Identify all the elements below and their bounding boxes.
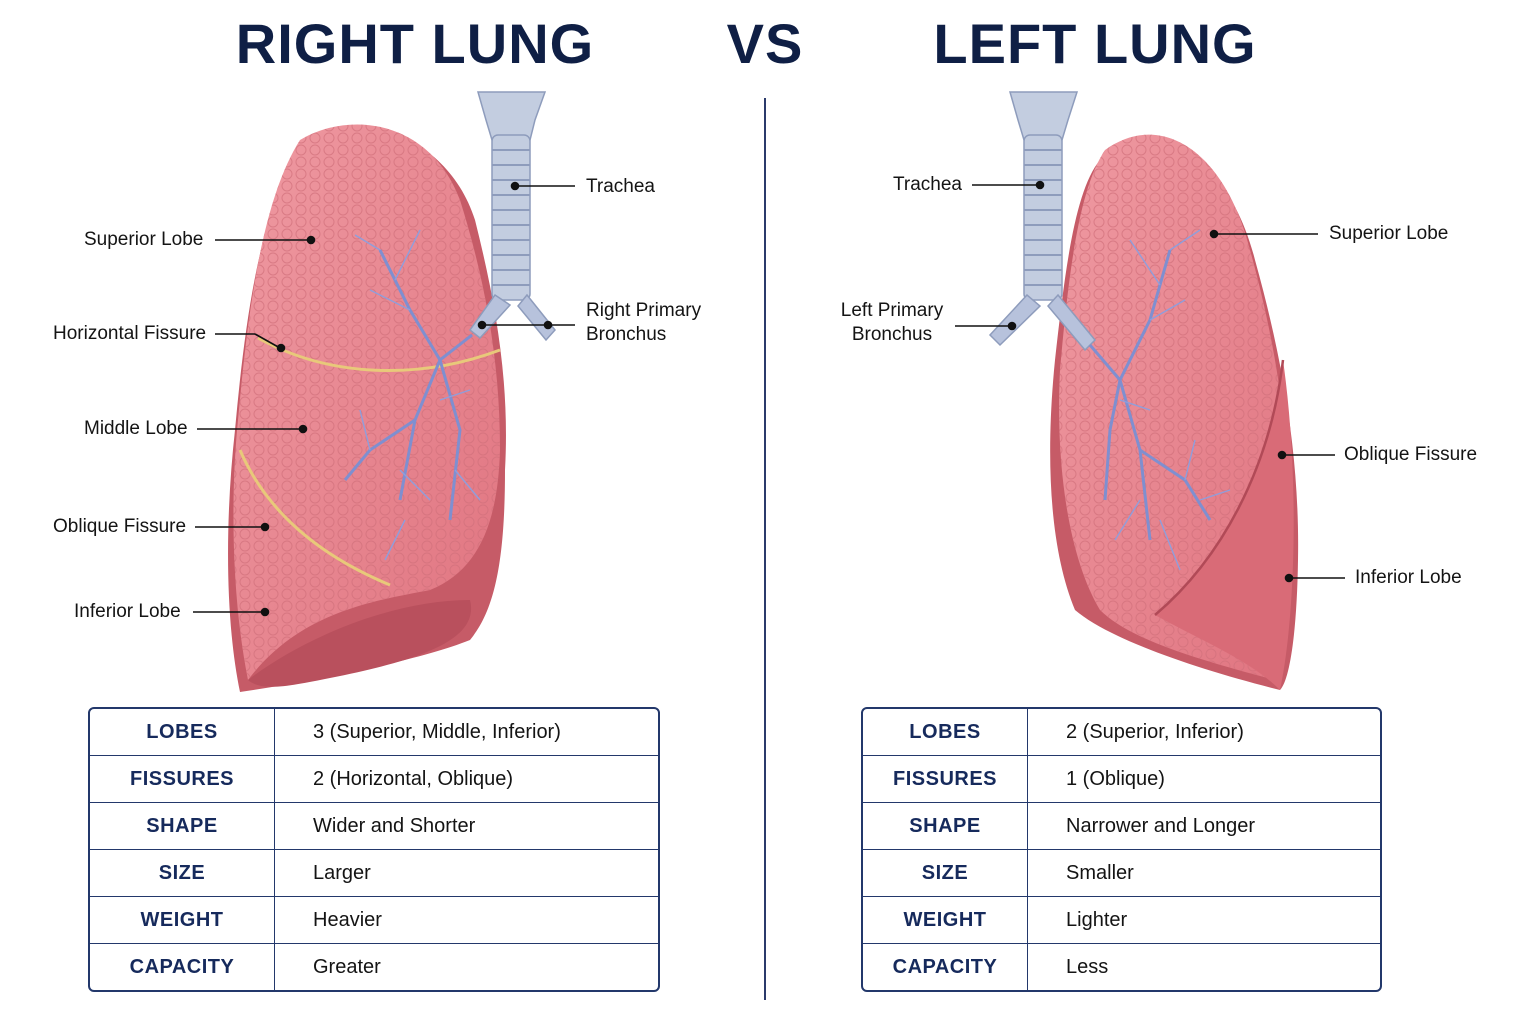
property-name: WEIGHT: [863, 897, 1028, 944]
table-row: CAPACITY Less: [863, 944, 1380, 990]
table-row: SIZE Smaller: [863, 850, 1380, 897]
property-name: CAPACITY: [90, 944, 275, 990]
property-value: 1 (Oblique): [1028, 756, 1380, 803]
right-lung-title: RIGHT LUNG: [235, 12, 595, 75]
right-lung-properties-table: LOBES 3 (Superior, Middle, Inferior) FIS…: [88, 707, 660, 992]
property-name: SIZE: [863, 850, 1028, 897]
table-row: LOBES 2 (Superior, Inferior): [863, 709, 1380, 756]
property-value: 3 (Superior, Middle, Inferior): [275, 709, 658, 756]
property-value: Larger: [275, 850, 658, 897]
property-name: LOBES: [863, 709, 1028, 756]
label-left-oblique-fissure: Oblique Fissure: [1344, 444, 1478, 465]
table-row: WEIGHT Heavier: [90, 897, 658, 944]
label-left-trachea: Trachea: [893, 174, 962, 195]
property-value: Wider and Shorter: [275, 803, 658, 850]
label-right-superior-lobe: Superior Lobe: [84, 229, 204, 250]
property-name: FISSURES: [863, 756, 1028, 803]
property-value: Less: [1066, 955, 1109, 978]
label-left-inferior-lobe: Inferior Lobe: [1355, 567, 1462, 588]
property-value: 2 (Superior, Inferior): [1028, 709, 1380, 756]
left-lung-properties-table: LOBES 2 (Superior, Inferior) FISSURES 1 …: [861, 707, 1382, 992]
property-value: 2 (Horizontal, Oblique): [275, 756, 658, 803]
table-row: FISSURES 2 (Horizontal, Oblique): [90, 756, 658, 803]
label-right-horizontal-fissure: Horizontal Fissure: [53, 323, 207, 344]
center-divider: [764, 98, 766, 1000]
right-airway: [343, 91, 556, 561]
property-value: Smaller: [1028, 850, 1380, 897]
property-name: SHAPE: [863, 803, 1028, 850]
table-row: SIZE Larger: [90, 850, 658, 897]
label-right-middle-lobe: Middle Lobe: [84, 418, 188, 439]
property-name: WEIGHT: [90, 897, 275, 944]
label-right-inferior-lobe: Inferior Lobe: [74, 601, 181, 622]
label-right-oblique-fissure: Oblique Fissure: [53, 516, 187, 537]
left-lung: [1050, 134, 1299, 690]
right-lung: [228, 124, 506, 692]
property-value: Narrower and Longer: [1028, 803, 1380, 850]
right-oblique-fissure-line: [238, 449, 391, 587]
table-row: SHAPE Narrower and Longer: [863, 803, 1380, 850]
table-row: FISSURES 1 (Oblique): [863, 756, 1380, 803]
property-value: Greater: [313, 955, 381, 978]
left-lung-title: LEFT LUNG: [933, 12, 1257, 75]
property-value: Lighter: [1028, 897, 1380, 944]
leader-lines: [193, 180, 1345, 617]
left-oblique-fissure-line: [1154, 359, 1285, 616]
table-row: WEIGHT Lighter: [863, 897, 1380, 944]
property-value: Heavier: [275, 897, 658, 944]
right-horizontal-fissure-line: [257, 336, 501, 372]
property-name: SIZE: [90, 850, 275, 897]
table-row: LOBES 3 (Superior, Middle, Inferior): [90, 709, 658, 756]
property-name: SHAPE: [90, 803, 275, 850]
property-name: LOBES: [90, 709, 275, 756]
table-row: CAPACITY Greater: [90, 944, 658, 990]
label-left-superior-lobe: Superior Lobe: [1329, 223, 1449, 244]
property-name: CAPACITY: [863, 944, 1028, 990]
label-right-primary-bronchus: Right Primary Bronchus: [586, 300, 702, 345]
left-airway: [988, 91, 1231, 571]
table-row: SHAPE Wider and Shorter: [90, 803, 658, 850]
label-left-primary-bronchus: Left Primary Bronchus: [840, 300, 944, 345]
vs-title: VS: [726, 12, 804, 75]
property-name: FISSURES: [90, 756, 275, 803]
label-right-trachea: Trachea: [586, 176, 655, 197]
